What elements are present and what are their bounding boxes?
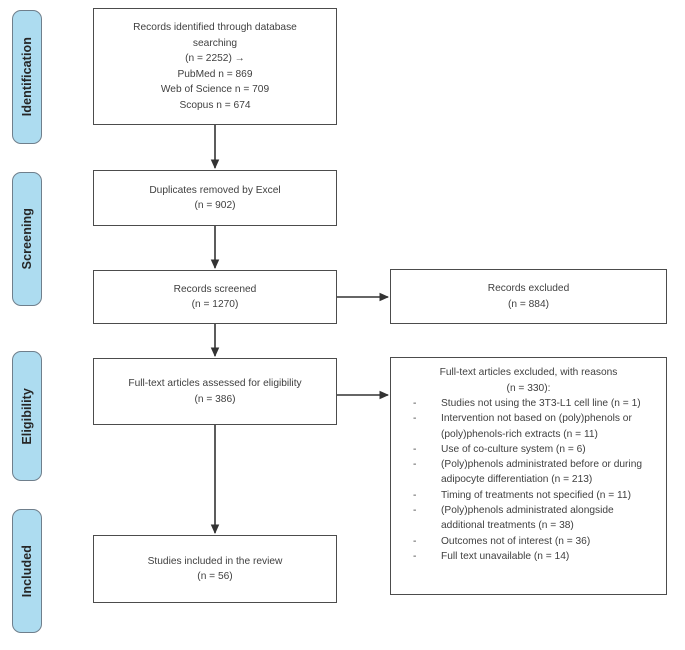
box-line: searching [192,37,238,49]
bullet-dash: - [413,535,417,547]
box-fulltext-excluded-reasons: Full-text articles excluded, with reason… [390,357,667,595]
box-line: Scopus n = 674 [179,99,251,111]
box-line: Records identified through database [133,22,297,33]
bullet-dash: - [413,413,417,425]
exclusion-reason-item: - Use of co-culture system (n = 6) [413,442,654,457]
box-records-screened: Records screened (n = 1270) [93,270,337,324]
exclusion-reason-item: - Intervention not based on (poly)phenol… [413,411,654,442]
box-line: Web of Science n = 709 [160,84,270,95]
exclusion-reason-text: Studies not using the 3T3-L1 cell line (… [441,398,641,409]
exclusion-reason-text: (Poly)phenols administrated alongside ad… [441,505,614,532]
exclusion-reason-item: - Outcomes not of interest (n = 36) [413,534,654,549]
exclusion-reason-item: - Timing of treatments not specified (n … [413,488,654,503]
exclusion-reason-text: Intervention not based on (poly)phenols … [441,413,632,440]
stage-tab-identification: Identification [12,10,42,144]
exclusion-reason-item: - (Poly)phenols administrated alongside … [413,503,654,534]
box-line: Full-text articles assessed for eligibil… [128,378,302,389]
box-line: (n = 884) [507,298,550,310]
box-line: Records screened [173,283,257,295]
box-line: (n = 56) [197,571,233,582]
box-duplicates-removed: Duplicates removed by Excel (n = 902) [93,170,337,226]
box-line: (n = 902) [194,200,236,211]
reasons-heading-line: Full-text articles excluded, with reason… [439,367,618,378]
exclusion-reason-item: - Studies not using the 3T3-L1 cell line… [413,396,654,411]
box-line: (n = 1270) [191,299,239,310]
exclusion-reason-text: Timing of treatments not specified (n = … [441,489,631,501]
box-line: (n = 386) [194,393,236,405]
stage-label-screening: Screening [20,208,34,270]
stage-tab-eligibility: Eligibility [12,351,42,481]
reasons-heading-count: (n = 330): [506,382,551,394]
exclusion-reason-text: (Poly)phenols administrated before or du… [441,459,643,486]
stage-tab-included: Included [12,509,42,633]
box-line: PubMed n = 869 [177,68,253,80]
stage-label-eligibility: Eligibility [20,387,34,445]
stage-tab-screening: Screening [12,172,42,306]
box-line: Duplicates removed by Excel [149,184,281,196]
bullet-dash: - [413,443,417,455]
bullet-dash: - [413,489,417,501]
box-line: (n = 2252) → [185,53,245,64]
stage-label-identification: Identification [20,37,34,117]
exclusion-reason-item: - Full text unavailable (n = 14) [413,549,654,564]
bullet-dash: - [413,459,417,471]
exclusion-reason-text: Outcomes not of interest (n = 36) [441,535,591,547]
bullet-dash: - [413,505,417,517]
exclusion-reasons-list: - Studies not using the 3T3-L1 cell line… [399,396,658,564]
exclusion-reason-item: - (Poly)phenols administrated before or … [413,457,654,488]
box-records-excluded: Records excluded (n = 884) [390,269,667,324]
box-fulltext-assessed: Full-text articles assessed for eligibil… [93,358,337,425]
box-line: Records excluded [487,283,570,294]
box-records-identified: Records identified through database sear… [93,8,337,125]
exclusion-reason-text: Full text unavailable (n = 14) [441,550,570,562]
box-studies-included: Studies included in the review (n = 56) [93,535,337,603]
stage-label-included: Included [20,544,34,598]
exclusion-reason-text: Use of co-culture system (n = 6) [441,443,586,455]
box-line: Studies included in the review [147,555,283,567]
bullet-dash: - [413,398,417,409]
bullet-dash: - [413,550,417,562]
